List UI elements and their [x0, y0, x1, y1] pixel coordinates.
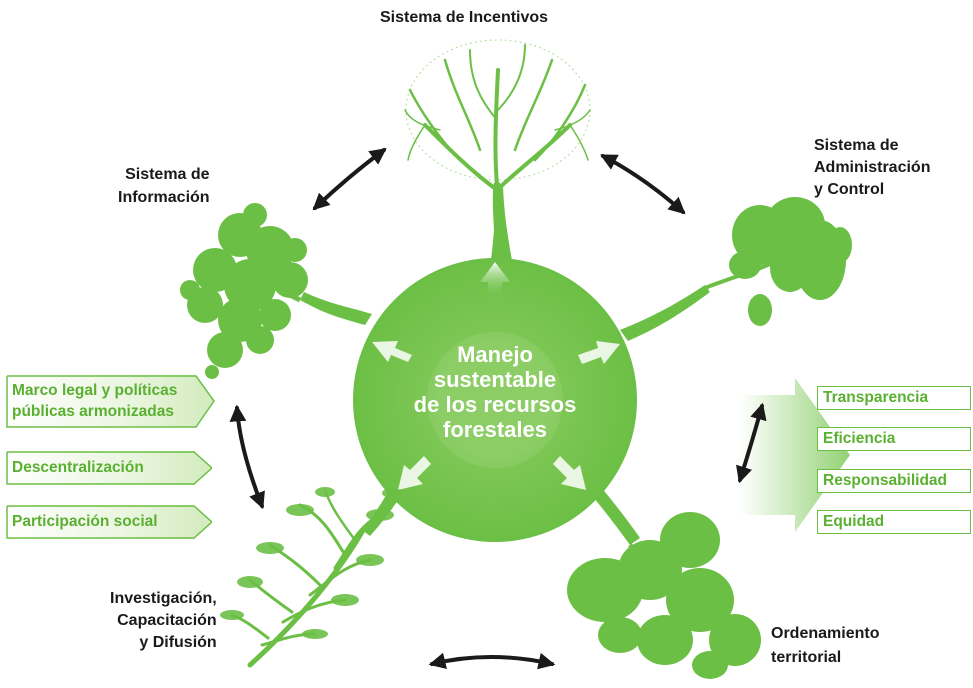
right-box-equidad: Equidad [817, 510, 971, 534]
arrow-admin-ordenamiento [736, 402, 767, 484]
label-incentivos: Sistema de Incentivos [380, 8, 548, 28]
center-line-4: forestales [443, 417, 547, 442]
label-ordenamiento-line-2: territorial [771, 649, 842, 666]
label-investigacion: Investigación, Capacitación y Difusión [110, 588, 217, 654]
responsabilidad-text: Responsabilidad [823, 472, 948, 489]
equidad-text: Equidad [823, 513, 885, 530]
inner-arrow-left [372, 341, 412, 362]
label-investigacion-line-2: Capacitación [117, 612, 217, 629]
label-investigacion-line-3: y Difusión [139, 634, 217, 651]
right-box-transparencia: Transparencia [817, 386, 971, 410]
marco-legal-line-1: Marco legal y políticas [12, 382, 178, 399]
label-administracion: Sistema de Administración y Control [814, 135, 930, 201]
center-line-3: de los recursos [413, 392, 577, 417]
label-administracion-line-2: Administración [814, 159, 931, 176]
center-line-1: Manejo [457, 342, 533, 367]
transparencia-text: Transparencia [823, 389, 929, 406]
tree-administracion [704, 197, 852, 326]
right-box-eficiencia: Eficiencia [817, 427, 971, 451]
label-informacion: Sistema de Información [118, 163, 210, 209]
arrow-info-incentivos [312, 148, 387, 211]
label-ordenamiento-line-1: Ordenamiento [771, 625, 880, 642]
inner-arrow-right [578, 341, 620, 364]
marco-legal-line-2: públicas armonizadas [12, 403, 174, 420]
tree-informacion [180, 203, 308, 379]
center-label: Manejo sustentable de los recursos fores… [385, 342, 605, 442]
arrow-info-investigacion [229, 404, 265, 510]
label-incentivos-line: Sistema de Incentivos [380, 9, 549, 26]
participacion-text: Participación social [12, 513, 158, 530]
label-informacion-line-1: Sistema de [125, 166, 210, 183]
label-ordenamiento: Ordenamiento territorial [771, 622, 879, 670]
center-line-2: sustentable [433, 367, 557, 392]
inner-arrow-lowleft [398, 456, 431, 490]
central-glow [427, 332, 563, 468]
label-investigacion-line-1: Investigación, [110, 590, 217, 607]
descentralizacion-text: Descentralización [12, 459, 144, 476]
label-informacion-line-2: Información [118, 189, 210, 206]
arrow-incentivos-admin [600, 154, 686, 215]
connection-arrows [229, 148, 767, 670]
arrow-investigacion-ordenamiento [428, 652, 556, 670]
tree-ordenamiento [567, 512, 761, 679]
values-arrow [740, 378, 850, 532]
label-administracion-line-3: y Control [814, 181, 885, 198]
label-administracion-line-1: Sistema de [814, 137, 899, 154]
tree-incentivos [404, 44, 591, 264]
eficiencia-text: Eficiencia [823, 430, 896, 447]
right-box-responsabilidad: Responsabilidad [817, 469, 971, 493]
inner-arrow-lowright [553, 456, 586, 490]
hub-inner-arrows [480, 262, 510, 300]
